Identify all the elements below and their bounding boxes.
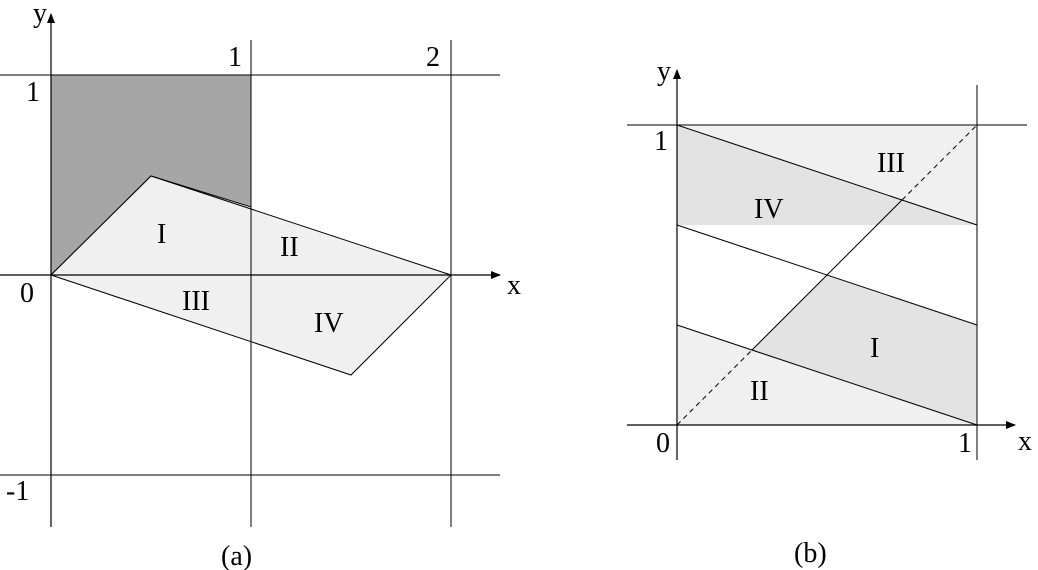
panel-a-region-IV: IV bbox=[314, 308, 344, 339]
panel-b-x-axis-label: x bbox=[1018, 426, 1032, 457]
panel-b-caption: (b) bbox=[794, 538, 827, 569]
panel-b-region-IV: IV bbox=[754, 194, 784, 225]
panel-b-region-I-fill bbox=[752, 275, 977, 425]
panel-b-y-axis-label: y bbox=[657, 56, 671, 87]
panel-b-origin: 0 bbox=[656, 428, 670, 459]
panel-b-region-I: I bbox=[870, 333, 879, 364]
panel-b: y x 1 0 1 III IV I II (b) bbox=[627, 56, 1032, 569]
panel-a-origin: 0 bbox=[20, 278, 34, 309]
panel-a-caption: (a) bbox=[221, 541, 252, 570]
panel-b-tick-x-1: 1 bbox=[958, 428, 972, 459]
panel-a-x-axis-label: x bbox=[507, 270, 521, 301]
panel-a: y x 1 2 1 0 -1 I II III IV (a) bbox=[0, 0, 521, 570]
panel-b-tick-y-1: 1 bbox=[654, 126, 668, 157]
panel-b-region-III: III bbox=[877, 148, 905, 179]
panel-a-tick-y-1: 1 bbox=[26, 77, 40, 108]
panel-a-tick-x-1: 1 bbox=[228, 42, 242, 73]
panel-b-line-upper bbox=[676, 124, 978, 226]
panel-a-region-II: II bbox=[280, 232, 299, 263]
panel-b-region-II: II bbox=[750, 376, 769, 407]
panel-a-region-III: III bbox=[182, 286, 210, 317]
panel-a-tick-y-minus1: -1 bbox=[6, 476, 29, 507]
panel-a-region-I: I bbox=[157, 219, 166, 250]
panel-b-line-lower bbox=[676, 324, 978, 426]
panel-a-tick-x-2: 2 bbox=[426, 42, 440, 73]
panel-a-y-axis-label: y bbox=[33, 0, 47, 29]
panel-b-diagonal-solid bbox=[751, 199, 903, 351]
